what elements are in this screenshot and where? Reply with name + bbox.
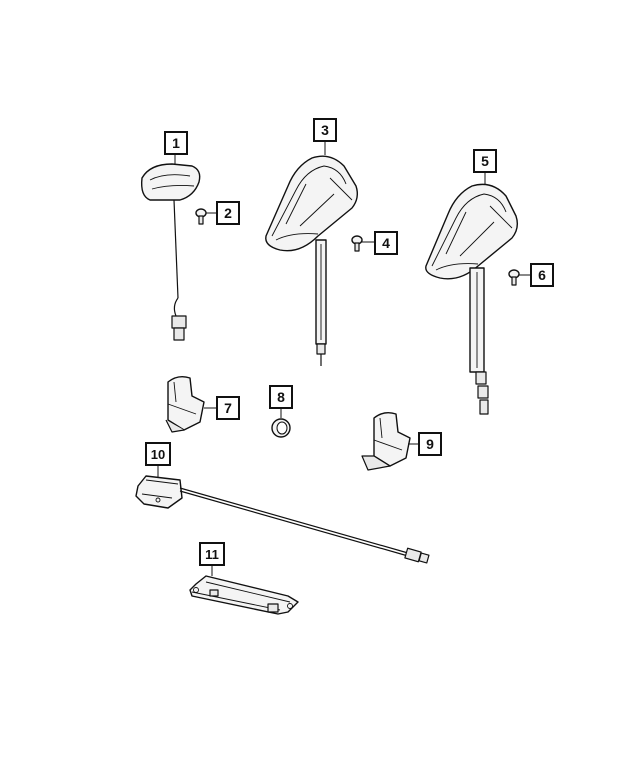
callout-6: 6 — [530, 263, 554, 287]
callout-11: 11 — [199, 542, 225, 566]
callout-8: 8 — [269, 385, 293, 409]
callout-1: 1 — [164, 131, 188, 155]
callout-9: 9 — [418, 432, 442, 456]
part-1-antenna-base — [140, 150, 201, 341]
part-8-ring-seal — [271, 409, 291, 438]
part-7-bracket — [165, 375, 216, 433]
part-9-bracket — [361, 411, 418, 471]
callout-2: 2 — [216, 201, 240, 225]
part-6-screw — [508, 269, 530, 286]
part-4-screw — [351, 235, 374, 252]
part-2-screw — [195, 208, 216, 225]
callout-3: 3 — [313, 118, 337, 142]
part-10-module-cable — [135, 466, 430, 564]
part-5-shark-fin-antenna — [425, 171, 519, 415]
callout-5: 5 — [473, 149, 497, 173]
callout-7: 7 — [216, 396, 240, 420]
callout-10: 10 — [145, 442, 171, 466]
part-3-shark-fin-antenna — [265, 141, 359, 366]
part-11-control-module — [189, 566, 299, 615]
callout-4: 4 — [374, 231, 398, 255]
